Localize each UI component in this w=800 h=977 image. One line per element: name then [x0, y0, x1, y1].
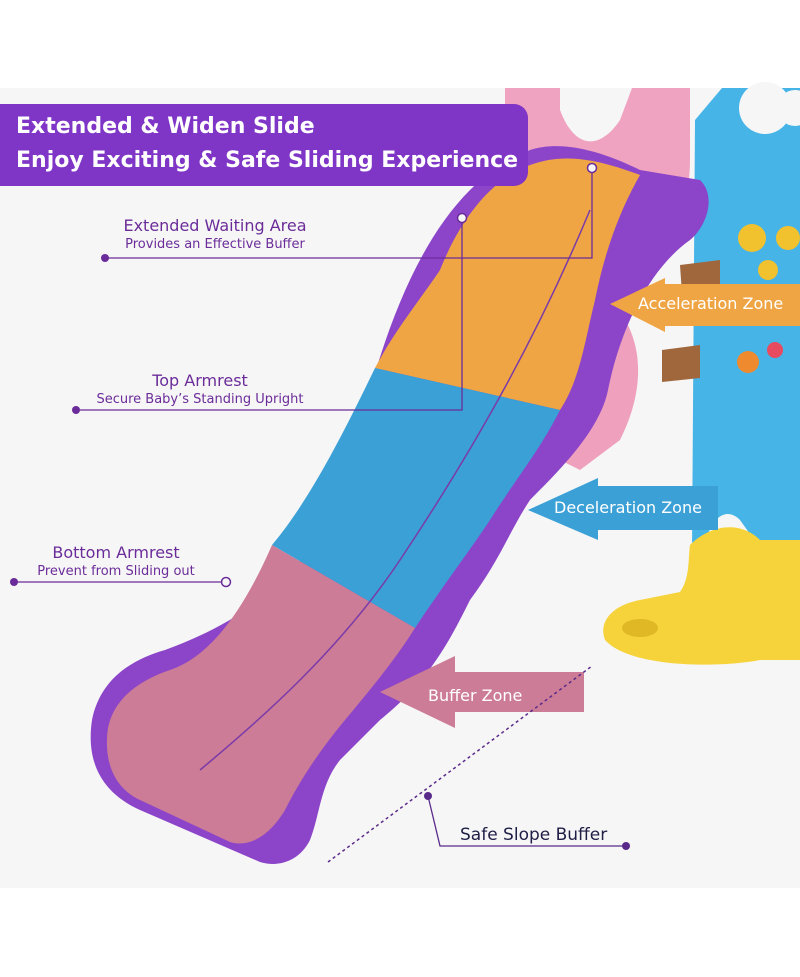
line-waiting-area	[105, 168, 593, 259]
ladder-hole	[777, 90, 800, 126]
callout-bottom-armrest: Bottom Armrest Prevent from Sliding out	[11, 543, 221, 579]
callout-lines	[14, 168, 593, 583]
buffer-zone-label: Buffer Zone	[428, 686, 523, 705]
safe-slope-end-dot	[622, 842, 630, 850]
callout-waiting-area: Extended Waiting Area Provides an Effect…	[100, 216, 330, 252]
dot-waiting-area	[586, 162, 598, 174]
yellow-base	[603, 527, 800, 665]
ladder-step	[662, 345, 700, 382]
slide-band-top	[375, 158, 640, 410]
headline-line-1: Extended & Widen Slide	[16, 114, 315, 139]
callout-title: Extended Waiting Area	[123, 216, 307, 235]
sticker-icon	[767, 342, 783, 358]
slide-band-bottom	[106, 545, 415, 844]
callout-subtitle: Secure Baby’s Standing Upright	[96, 392, 304, 407]
orange-knob	[776, 226, 800, 250]
ladder-hole	[739, 82, 791, 134]
dot-top-armrest	[456, 212, 468, 224]
buffer-zone-arrow	[380, 656, 584, 728]
callout-title: Top Armrest	[152, 371, 248, 390]
safe-slope-line	[327, 665, 593, 863]
deceleration-zone-label: Deceleration Zone	[554, 498, 702, 517]
orange-knob	[738, 224, 766, 252]
base-shadow	[622, 619, 658, 637]
safe-slope-label: Safe Slope Buffer	[460, 825, 608, 845]
headline-line-2: Enjoy Exciting & Safe Sliding Experience	[16, 148, 519, 173]
callout-subtitle: Provides an Effective Buffer	[125, 237, 305, 252]
dot-bottom-armrest	[220, 576, 232, 588]
safe-slope-dot	[424, 792, 432, 800]
safe-slope-pointer	[427, 795, 626, 847]
sticker-icon	[737, 351, 759, 373]
callout-subtitle: Prevent from Sliding out	[37, 564, 195, 579]
callout-title: Bottom Armrest	[52, 543, 180, 562]
callout-dots	[220, 162, 598, 588]
slide-seam	[199, 209, 591, 771]
deceleration-zone-arrow	[528, 478, 718, 540]
callout-end-dots	[10, 254, 109, 586]
top-margin	[0, 0, 800, 88]
orange-knob	[758, 260, 778, 280]
bottom-margin	[0, 888, 800, 977]
line-top-armrest	[76, 218, 463, 411]
headline-banner: Extended & Widen Slide Enjoy Exciting & …	[0, 104, 528, 186]
acceleration-zone-arrow	[610, 278, 800, 332]
acceleration-zone-label: Acceleration Zone	[638, 294, 784, 313]
slide-band-middle	[272, 368, 560, 628]
callout-top-armrest: Top Armrest Secure Baby’s Standing Uprig…	[85, 371, 315, 407]
